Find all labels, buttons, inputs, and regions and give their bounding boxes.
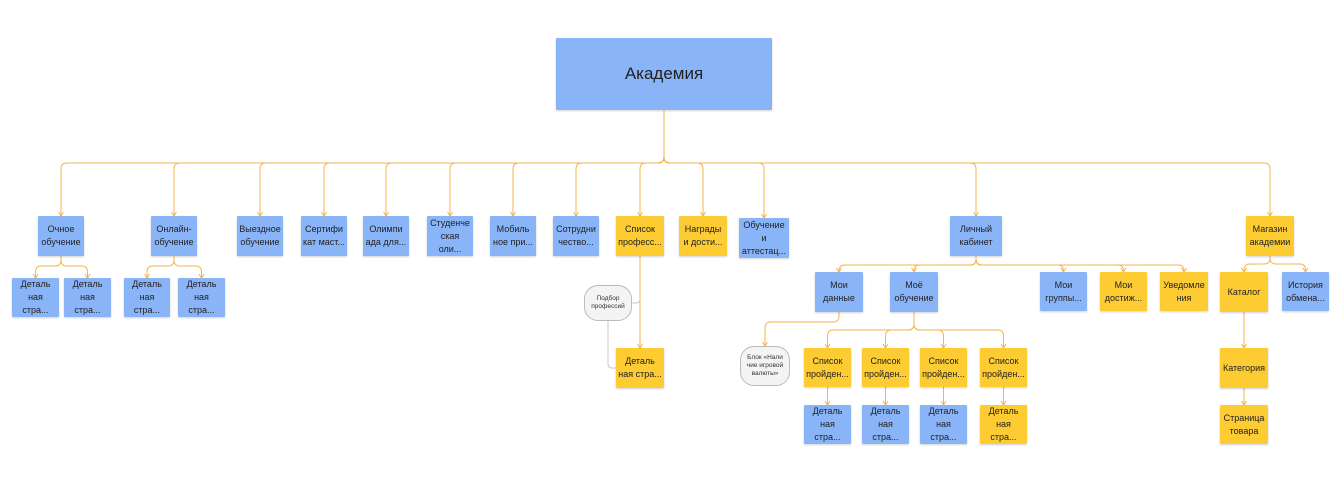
node-spisok-proydennyh-1[interactable]: Список пройден... [804, 348, 851, 387]
node-katalog[interactable]: Каталог [1220, 272, 1268, 312]
note-blok-valyuty: Блок «Нали чие игровой валюты» [740, 346, 790, 386]
node-detail-online-2[interactable]: Деталь ная стра... [178, 278, 225, 317]
node-mobilnoe[interactable]: Мобиль ное при... [490, 216, 536, 256]
connector-lichny-moe_obuchenie [913, 256, 977, 272]
node-stranica-tovara[interactable]: Страница товара [1220, 405, 1268, 444]
connector-magazin-katalog [1243, 256, 1271, 271]
connector-ochnoe-detail_1 [35, 256, 62, 277]
node-vyezdnoe-obuchenie[interactable]: Выездное обучение [237, 216, 283, 256]
node-spisok-professiy[interactable]: Список професс... [616, 216, 664, 256]
node-sertifikat[interactable]: Сертифи кат маст... [301, 216, 347, 256]
node-uvedomleniya[interactable]: Уведомле ния [1160, 272, 1208, 311]
note-podbor-professiy: Подбор профессий [584, 285, 632, 321]
node-detail-online-1[interactable]: Деталь ная стра... [124, 278, 170, 317]
connector-root-magazin [663, 110, 1271, 215]
node-istoriya-obmena[interactable]: История обмена... [1282, 272, 1329, 311]
connector-podbor-spisok [632, 298, 641, 304]
node-kategoriya[interactable]: Категория [1220, 348, 1268, 388]
connector-lichny-moi_dannye [838, 256, 977, 272]
node-detail-proydennyh-3[interactable]: Деталь ная стра... [920, 405, 967, 444]
node-studencheskaya[interactable]: Студенче ская оли... [427, 216, 473, 256]
node-spisok-proydennyh-4[interactable]: Список пройден... [980, 348, 1027, 387]
node-detail-proydennyh-2[interactable]: Деталь ная стра... [862, 405, 909, 444]
node-magazin-akademii[interactable]: Магазин академии [1246, 216, 1294, 256]
connector-online-detail_3 [146, 256, 175, 277]
node-nagrady[interactable]: Награды и дости... [679, 216, 727, 256]
node-akademiya[interactable]: Академия [556, 38, 772, 110]
node-lichny-kabinet[interactable]: Личный кабинет [950, 216, 1002, 256]
connector-online-detail_4 [173, 256, 202, 277]
node-detail-professiya[interactable]: Деталь ная стра... [616, 348, 664, 388]
node-detail-proydennyh-4[interactable]: Деталь ная стра... [980, 405, 1027, 444]
node-olimpiada[interactable]: Олимпи ада для... [363, 216, 409, 256]
node-detail-ochnoe-1[interactable]: Деталь ная стра... [12, 278, 59, 317]
connector-moe_obuchenie-spisok_p4 [913, 312, 1004, 347]
connector-root-spisok_prof [639, 110, 665, 215]
node-ochnoe-obuchenie[interactable]: Очное обучение [38, 216, 84, 256]
node-online-obuchenie[interactable]: Онлайн- обучение [151, 216, 197, 256]
connector-lichny-uvedomleniya [975, 256, 1185, 272]
node-moe-obuchenie[interactable]: Моё обучение [890, 272, 938, 312]
node-moi-dostizheniya[interactable]: Мои достиж... [1100, 272, 1147, 311]
connector-podbor-detail [607, 321, 616, 369]
node-sotrudnichestvo[interactable]: Сотрудни чество... [553, 216, 599, 256]
connector-ochnoe-detail_2 [60, 256, 88, 277]
connector-magazin-istoriya [1269, 256, 1306, 271]
node-spisok-proydennyh-3[interactable]: Список пройден... [920, 348, 967, 387]
node-spisok-proydennyh-2[interactable]: Список пройден... [862, 348, 909, 387]
connector-lichny-moi_gruppy [975, 256, 1064, 272]
node-detail-proydennyh-1[interactable]: Деталь ная стра... [804, 405, 851, 444]
connector-moi_dannye-blok_valuty [764, 312, 840, 345]
node-moi-gruppy[interactable]: Мои группы... [1040, 272, 1087, 311]
connector-lichny-moi_dostizh [975, 256, 1124, 272]
connector-moe_obuchenie-spisok_p2 [885, 312, 915, 347]
node-obuchenie-attestaciya[interactable]: Обучение и аттестац... [739, 218, 789, 258]
node-detail-ochnoe-2[interactable]: Деталь ная стра... [64, 278, 111, 317]
node-moi-dannye[interactable]: Мои данные [815, 272, 863, 312]
